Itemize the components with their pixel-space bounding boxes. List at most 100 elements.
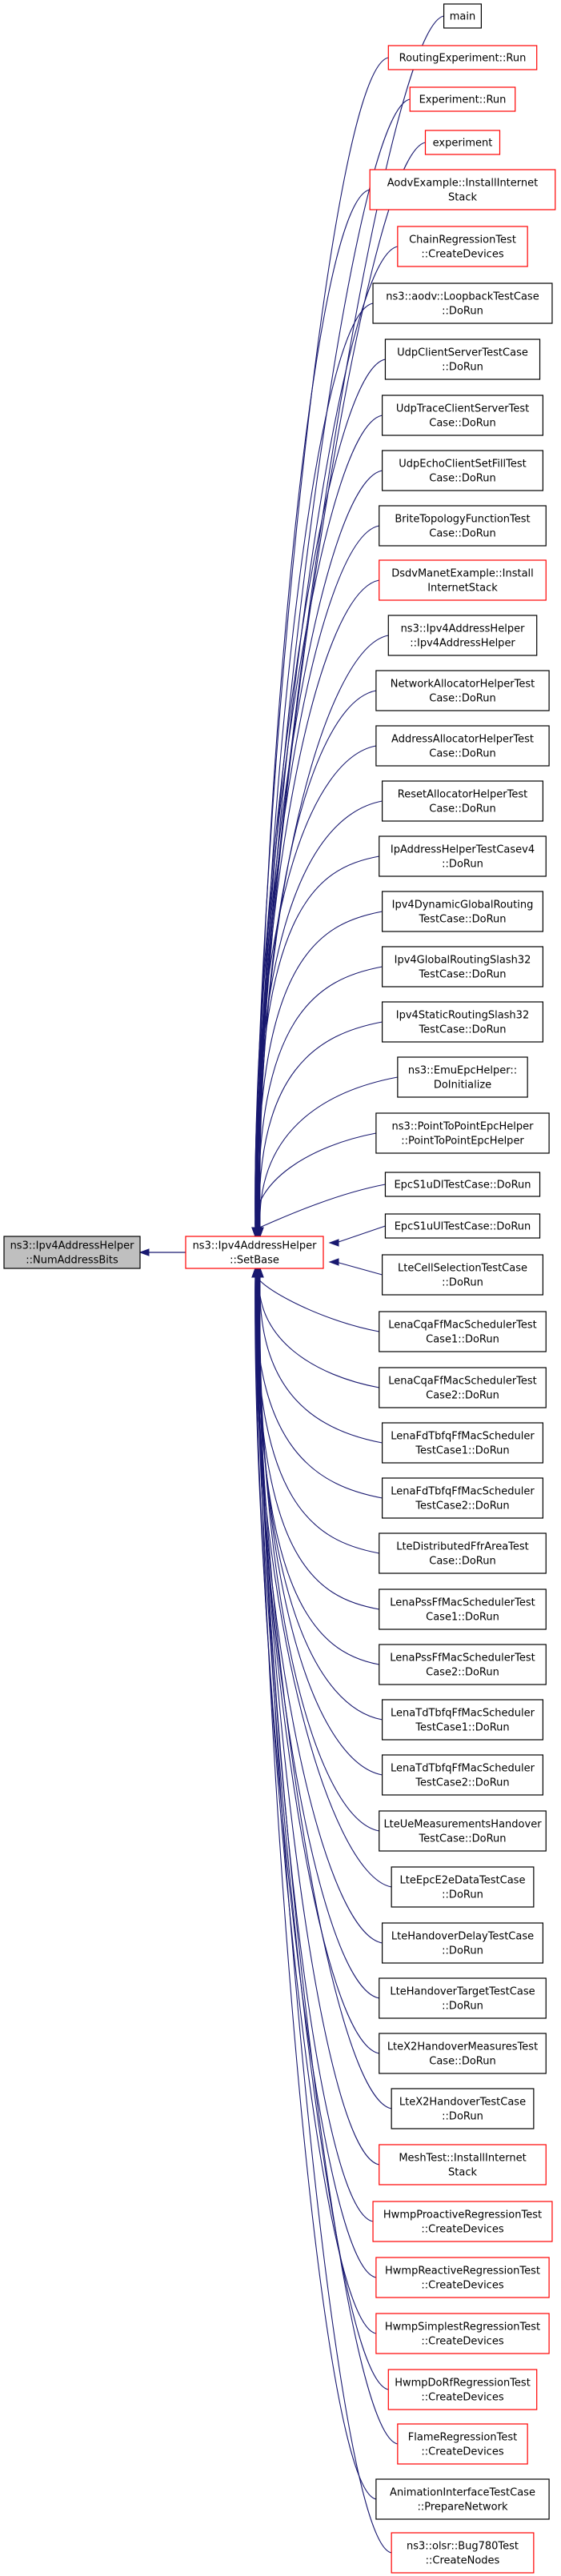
- node-caller-label-line: TestCase::DoRun: [418, 1833, 506, 1845]
- node-set-base[interactable]: ns3::Ipv4AddressHelper::SetBase: [185, 1236, 324, 1269]
- edge-caller-to-set-base: [255, 57, 389, 1229]
- edge-arrowhead: [328, 1239, 339, 1247]
- node-caller-box: [379, 1644, 547, 1685]
- node-caller[interactable]: ChainRegressionTest::CreateDevices: [397, 226, 528, 267]
- node-caller-label-line: LteDistributedFfrAreaTest: [396, 1541, 529, 1553]
- node-caller[interactable]: ns3::Ipv4AddressHelper::Ipv4AddressHelpe…: [387, 615, 538, 656]
- node-caller-label-line: HwmpReactiveRegressionTest: [385, 2266, 540, 2278]
- node-caller[interactable]: RoutingExperiment::Run: [387, 45, 538, 70]
- node-caller-box: [372, 282, 553, 324]
- node-caller[interactable]: IpAddressHelperTestCasev4::DoRun: [379, 835, 547, 877]
- node-caller[interactable]: FlameRegressionTest::CreateDevices: [397, 2423, 528, 2465]
- edge-caller-to-set-base: [254, 359, 386, 1229]
- node-caller-box: [387, 45, 538, 70]
- node-caller[interactable]: HwmpSimplestRegressionTest::CreateDevice…: [375, 2313, 550, 2354]
- node-caller-box: [382, 1422, 544, 1464]
- node-caller-label-line: ns3::aodv::LoopbackTestCase: [386, 291, 539, 303]
- node-caller[interactable]: ns3::PointToPointEpcHelper::PointToPoint…: [375, 1112, 550, 1154]
- node-caller-label-line: LenaFdTbfqFfMacScheduler: [391, 1431, 535, 1443]
- edge-arrowhead: [252, 1227, 260, 1238]
- node-caller[interactable]: ns3::EmuEpcHelper::DoInitialize: [397, 1056, 528, 1098]
- node-caller-box: [382, 1001, 544, 1043]
- node-caller-box: [391, 2088, 535, 2129]
- node-caller-box: [379, 1532, 547, 1574]
- node-caller-box: [384, 339, 541, 380]
- node-caller-box: [379, 1810, 547, 1852]
- node-num-address-bits[interactable]: ns3::Ipv4AddressHelper::NumAddressBits: [3, 1236, 141, 1269]
- node-caller-label-line: HwmpSimplestRegressionTest: [385, 2322, 540, 2334]
- node-caller[interactable]: EpcS1uDlTestCase::DoRun: [384, 1172, 541, 1197]
- node-caller-label-line: Experiment::Run: [419, 94, 507, 106]
- node-caller-box: [382, 395, 544, 436]
- node-caller-label-line: AodvExample::InstallInternet: [387, 178, 538, 190]
- node-caller[interactable]: UdpClientServerTestCase::DoRun: [384, 339, 541, 380]
- edge-caller-to-set-base: [254, 745, 377, 1229]
- node-caller[interactable]: LteHandoverTargetTestCase::DoRun: [379, 1977, 547, 2019]
- node-caller-box: [382, 780, 544, 822]
- node-caller[interactable]: LteEpcE2eDataTestCase::DoRun: [391, 1866, 535, 1908]
- node-caller[interactable]: main: [443, 3, 482, 29]
- node-caller[interactable]: LteX2HandoverTestCase::DoRun: [391, 2088, 535, 2129]
- node-caller-box: [397, 226, 528, 267]
- node-caller-label-line: ChainRegressionTest: [409, 234, 516, 246]
- edge-caller-to-set-base: [258, 1276, 377, 2500]
- node-caller[interactable]: ns3::olsr::Bug780Test::CreateNodes: [391, 2532, 535, 2574]
- edge-caller-to-set-base: [259, 1276, 374, 2222]
- edge-caller-to-set-base: [258, 1276, 392, 2554]
- edge-caller-to-set-base: [259, 1076, 398, 1229]
- node-caller-label-line: Case2::DoRun: [426, 1667, 499, 1679]
- node-caller-label-line: Case2::DoRun: [426, 1390, 499, 1402]
- node-caller[interactable]: HwmpDoRfRegressionTest::CreateDevices: [387, 2369, 538, 2410]
- node-caller-label-line: LteUeMeasurementsHandover: [383, 1819, 542, 1831]
- node-caller[interactable]: EpcS1uUlTestCase::DoRun: [384, 1213, 541, 1239]
- node-caller[interactable]: ns3::aodv::LoopbackTestCase::DoRun: [372, 282, 553, 324]
- node-caller-box: [409, 86, 516, 112]
- node-caller[interactable]: LteCellSelectionTestCase::DoRun: [382, 1254, 544, 1296]
- node-caller[interactable]: experiment: [424, 130, 501, 155]
- node-set-base-label-line: ::SetBase: [230, 1255, 279, 1267]
- node-caller-box: [382, 1699, 544, 1741]
- node-caller[interactable]: HwmpProactiveRegressionTest::CreateDevic…: [372, 2201, 553, 2242]
- node-caller-label-line: IpAddressHelperTestCasev4: [391, 844, 535, 856]
- node-caller[interactable]: HwmpReactiveRegressionTest::CreateDevice…: [375, 2257, 550, 2298]
- node-caller-label-line: LenaTdTbfqFfMacScheduler: [391, 1763, 535, 1775]
- edge-caller-to-set-base: [258, 966, 383, 1229]
- node-num-address-bits-label-line: ::NumAddressBits: [26, 1255, 118, 1267]
- node-caller-label-line: LteHandoverDelayTestCase: [391, 1931, 534, 1943]
- node-num-address-bits-label-line: ns3::Ipv4AddressHelper: [10, 1240, 135, 1252]
- node-caller-label-line: LteX2HandoverMeasuresTest: [387, 2041, 538, 2053]
- node-caller[interactable]: LteHandoverDelayTestCase::DoRun: [382, 1922, 544, 1964]
- node-caller-label-line: ::CreateNodes: [426, 2555, 500, 2567]
- node-caller-box: [391, 2532, 535, 2574]
- node-caller-label-line: Case::DoRun: [429, 803, 495, 815]
- node-caller-label-line: LenaPssFfMacSchedulerTest: [390, 1597, 535, 1609]
- node-caller-label-line: UdpTraceClientServerTest: [396, 403, 529, 415]
- node-caller-label-line: Case::DoRun: [429, 473, 495, 485]
- node-caller[interactable]: Experiment::Run: [409, 86, 516, 112]
- node-caller-label-line: ::Ipv4AddressHelper: [410, 638, 515, 650]
- node-caller[interactable]: AnimationInterfaceTestCase::PrepareNetwo…: [375, 2478, 550, 2520]
